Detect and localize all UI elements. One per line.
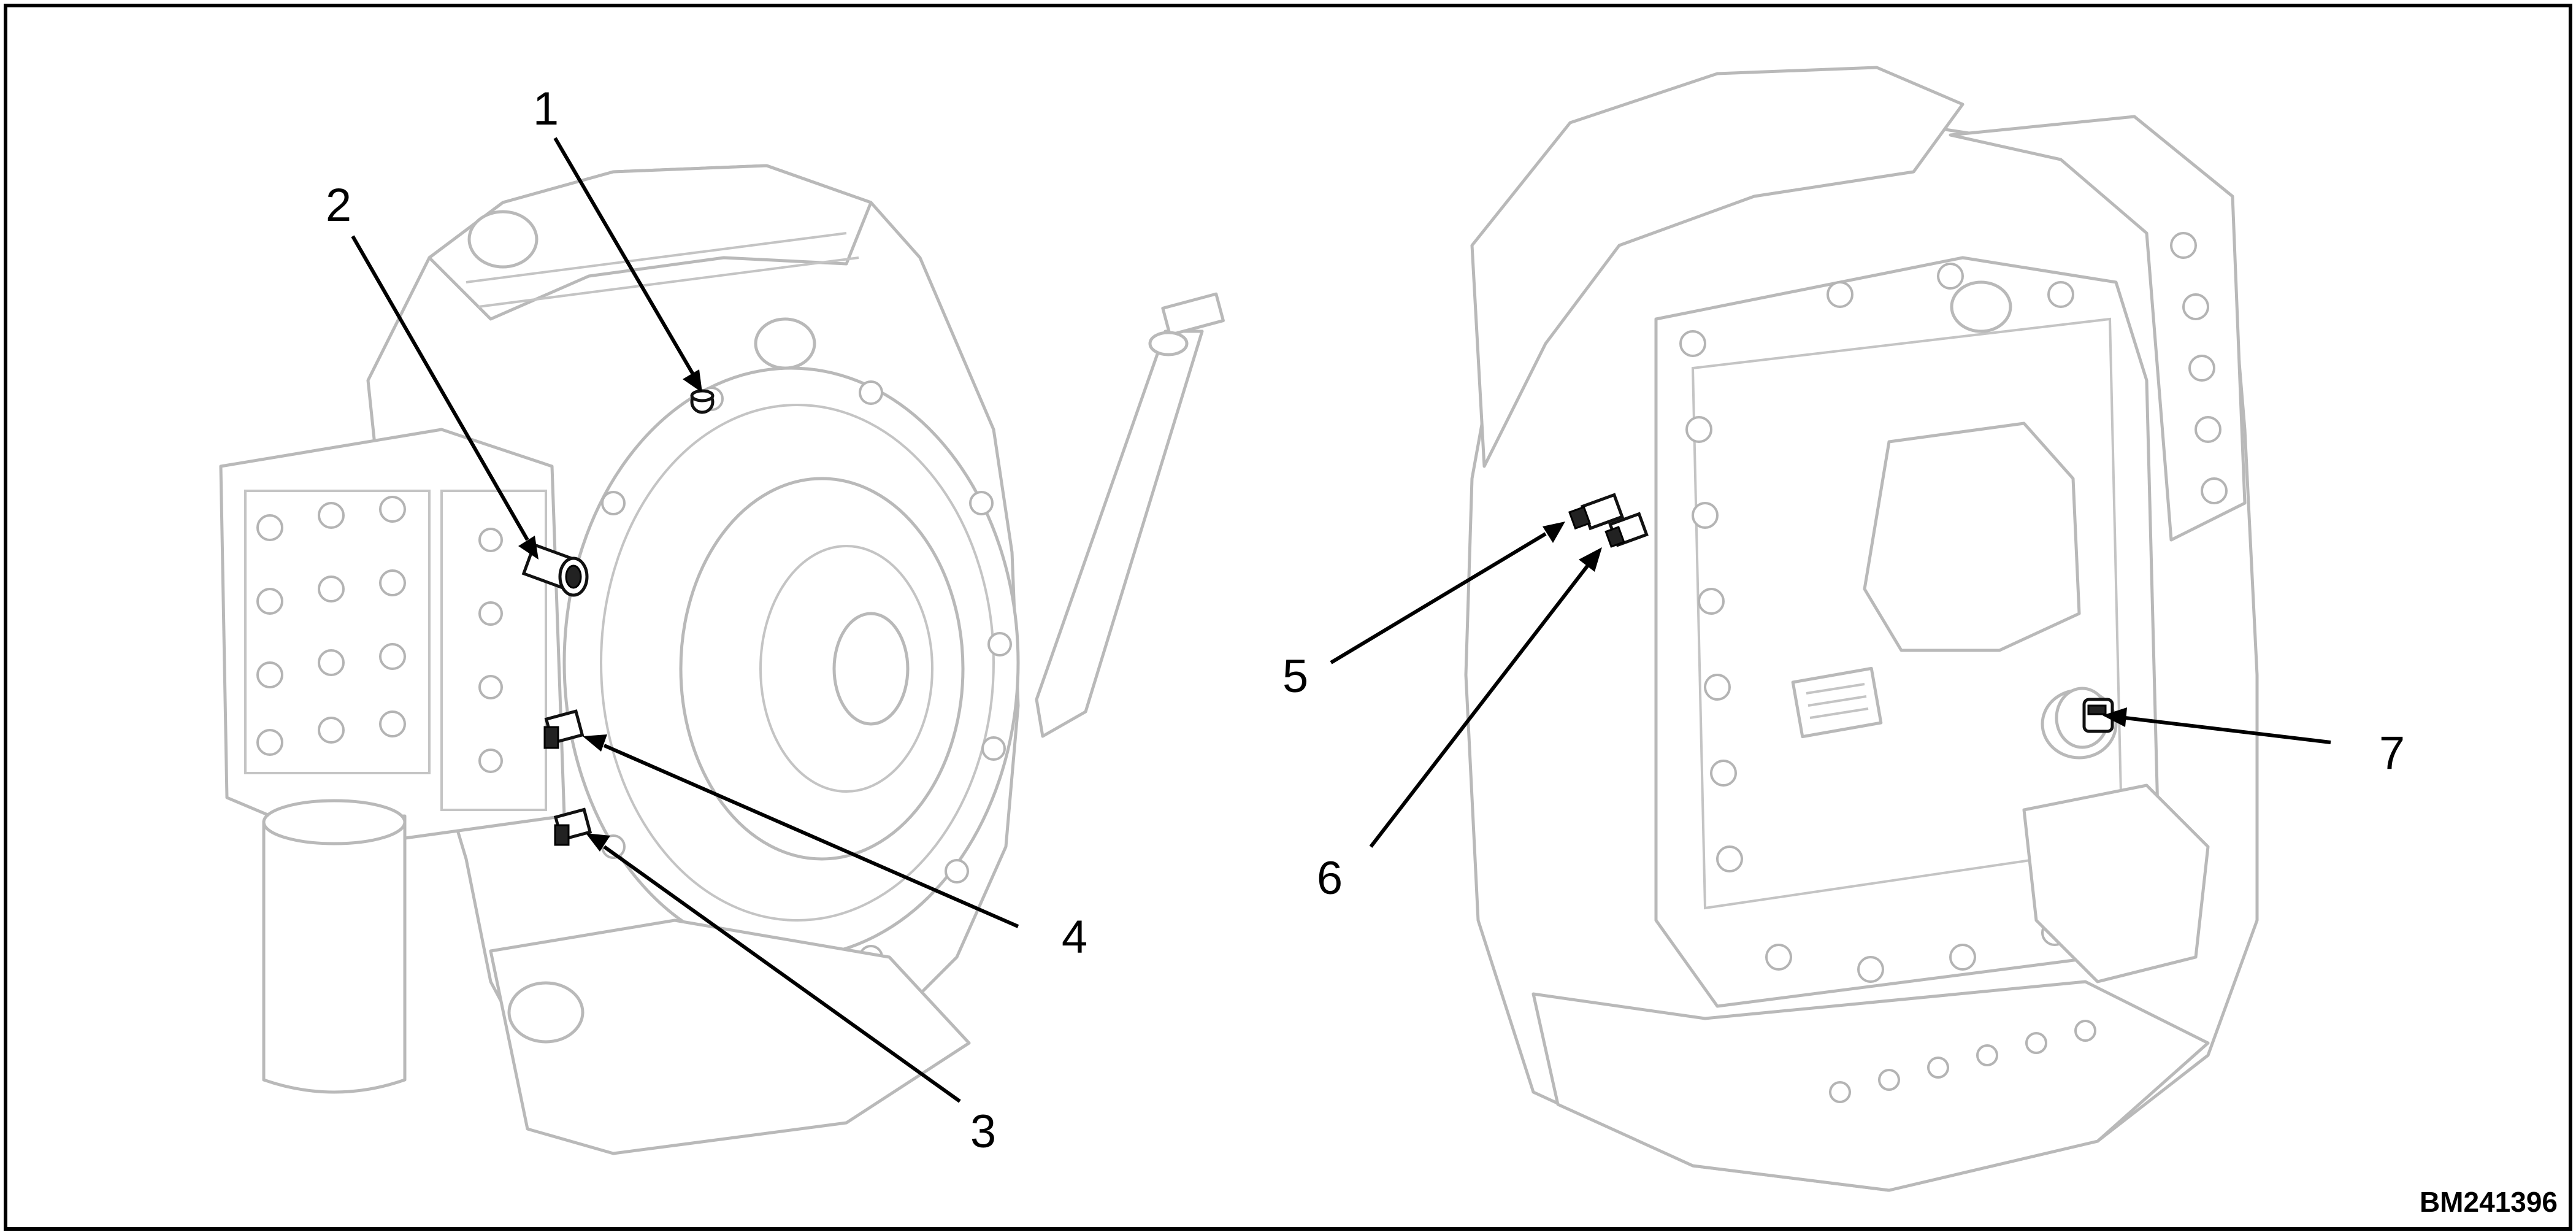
sensor-4 [543,709,585,749]
leader-4 [603,744,1019,928]
callout-6: 6 [1316,852,1343,904]
sensors [521,389,2114,846]
right-output-yoke [2022,783,2210,984]
left-lower-housing [489,918,971,1155]
right-transmission [1464,66,2259,1192]
leader-lines [351,137,2331,1103]
callout-4: 4 [1061,911,1088,963]
leader-2 [351,235,529,541]
right-gear-module [1949,115,2247,542]
leader-6 [1369,563,1590,848]
left-flexplate [679,477,965,861]
sensor-2 [521,542,589,597]
leader-1 [553,137,695,375]
left-top-casting [427,164,873,321]
callout-3: 3 [970,1106,997,1158]
sensor-3 [553,807,592,846]
figure-border [4,4,2572,1231]
document-id: BM241396 [2419,1186,2558,1218]
leader-7 [2125,716,2331,744]
right-bell-housing [1470,66,1965,468]
right-oil-pan [1531,980,2210,1192]
left-dipstick-tube [1035,329,1204,738]
sensor-5 [1568,493,1625,531]
callout-1: 1 [532,83,559,135]
right-lifting-eye [1950,280,2012,333]
leader-5 [1330,532,1547,664]
right-access-plate [1863,422,2081,652]
left-oil-filter [262,814,407,1094]
left-transmission [219,164,1225,1155]
right-name-plate [1791,666,1883,739]
left-lifting-eye [467,210,539,269]
sensor-1 [690,389,715,414]
callout-5: 5 [1282,650,1309,703]
sensor-7 [2055,687,2114,749]
callout-7: 7 [2379,727,2405,779]
callout-2: 2 [325,179,352,231]
leader-3 [603,845,961,1103]
sensor-6 [1604,512,1649,548]
